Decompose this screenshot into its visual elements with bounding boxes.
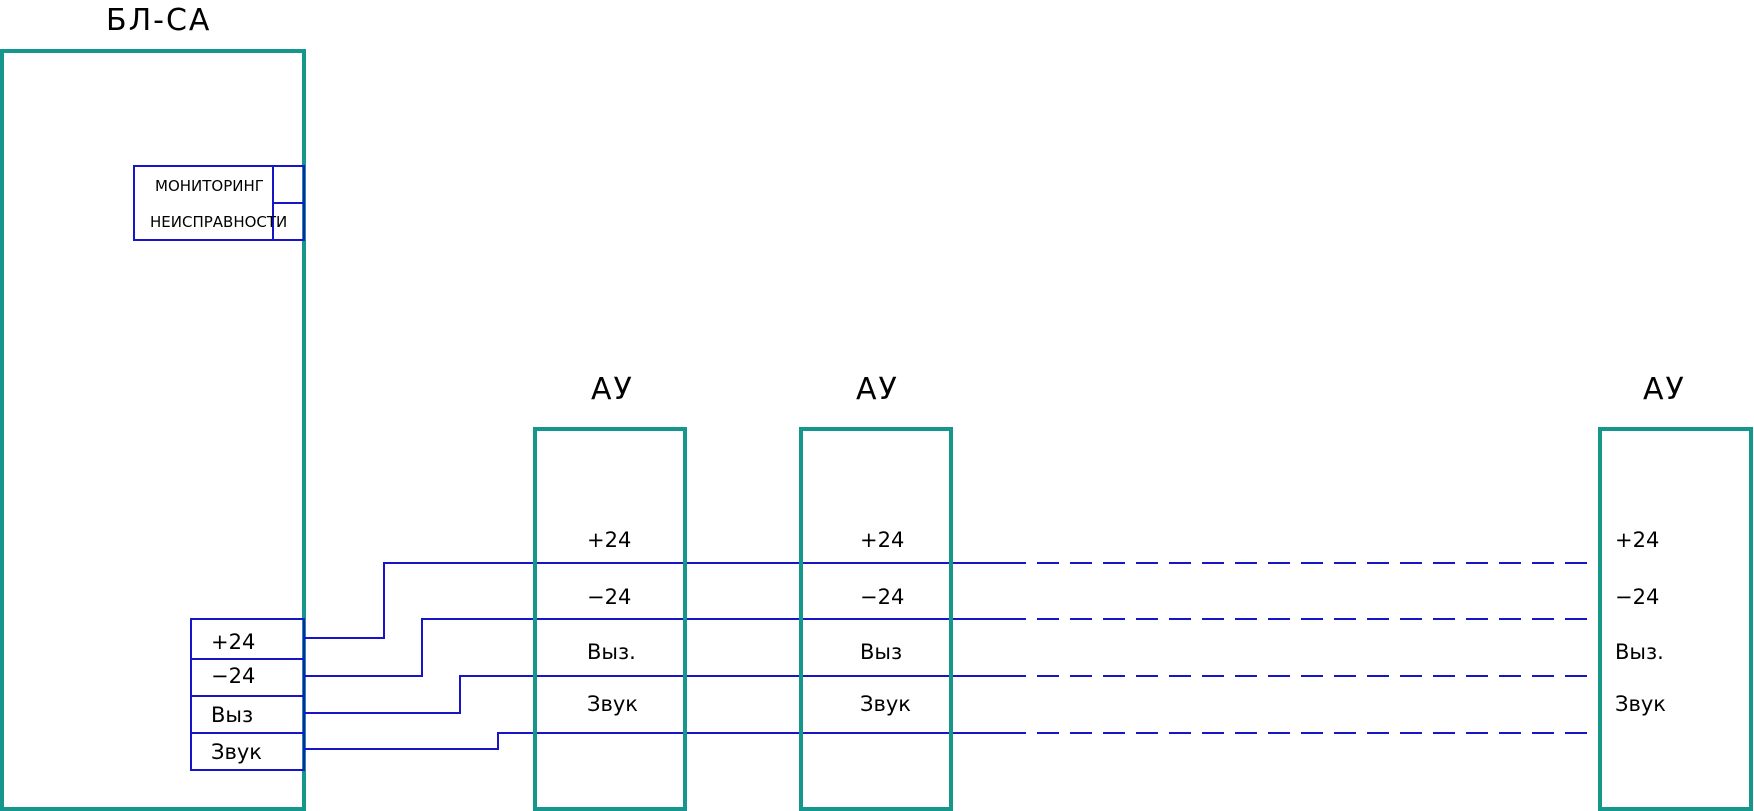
device-pin-call: Выз. bbox=[587, 640, 636, 664]
terminal-frame bbox=[190, 618, 305, 771]
main-pin-minus24: −24 bbox=[211, 664, 255, 688]
device-pin-minus24: −24 bbox=[1615, 585, 1659, 609]
main-block-title: БЛ-СА bbox=[106, 3, 211, 38]
monitoring-block: МОНИТОРИНГ НЕИСПРАВНОСТИ bbox=[133, 165, 305, 241]
device-block bbox=[799, 427, 953, 811]
wire-sound bbox=[304, 732, 1600, 750]
main-pin-plus24: +24 bbox=[211, 630, 255, 654]
device-title: АУ bbox=[591, 372, 634, 407]
device-pin-sound: Звук bbox=[1615, 692, 1666, 716]
device-pin-plus24: +24 bbox=[587, 528, 631, 552]
device-pin-minus24: −24 bbox=[860, 585, 904, 609]
main-pin-sound: Звук bbox=[211, 740, 262, 764]
device-block bbox=[533, 427, 687, 811]
main-block bbox=[0, 49, 306, 811]
device-au-3: АУ +24 −24 Выз. Звук bbox=[1598, 372, 1753, 811]
device-pin-plus24: +24 bbox=[1615, 528, 1659, 552]
device-au-2: АУ +24 −24 Выз Звук bbox=[799, 372, 953, 811]
wire-minus24 bbox=[304, 618, 1600, 677]
device-title: АУ bbox=[1643, 372, 1686, 407]
device-block bbox=[1598, 427, 1753, 811]
fault-label: НЕИСПРАВНОСТИ bbox=[150, 213, 287, 231]
main-terminal-block: +24 −24 Выз Звук bbox=[190, 618, 305, 771]
device-pin-plus24: +24 bbox=[860, 528, 904, 552]
wire-plus24 bbox=[304, 562, 1600, 639]
device-pin-sound: Звук bbox=[587, 692, 638, 716]
main-pin-call: Выз bbox=[211, 703, 253, 727]
monitoring-label: МОНИТОРИНГ bbox=[155, 177, 264, 195]
device-pin-call: Выз bbox=[860, 640, 902, 664]
device-pin-sound: Звук bbox=[860, 692, 911, 716]
device-au-1: АУ +24 −24 Выз. Звук bbox=[533, 372, 687, 811]
device-pin-minus24: −24 bbox=[587, 585, 631, 609]
device-pin-call: Выз. bbox=[1615, 640, 1664, 664]
wire-call bbox=[304, 675, 1600, 714]
device-title: АУ bbox=[856, 372, 899, 407]
